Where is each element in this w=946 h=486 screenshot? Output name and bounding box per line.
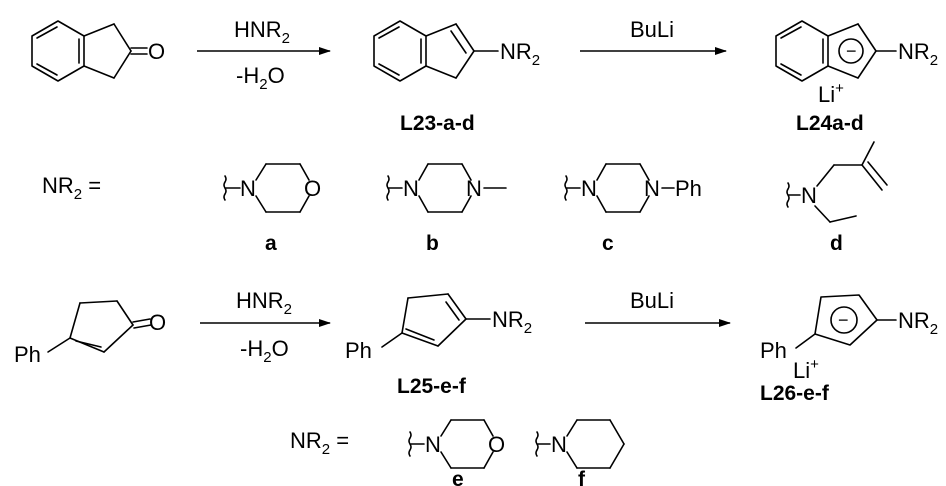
phenylcyclopentenone-structure: O Ph (14, 300, 166, 367)
phenyl-label: Ph (675, 176, 702, 201)
reagent-amine-label: HNR2 (236, 288, 292, 318)
lithium-counterion: Li+ (818, 80, 844, 107)
substituent-prefix-ef: NR2 = (290, 428, 349, 458)
substituent-label-c: c (602, 232, 614, 255)
reaction-arrow-buli-2: BuLi (585, 288, 731, 327)
nitrogen-atom: N (581, 176, 597, 201)
indenyl-anion-structure: − NR2 Li+ L24a-d (775, 20, 938, 135)
nitrogen-atom: N (466, 176, 482, 201)
phenyl-label: Ph (14, 342, 41, 367)
indanone-structure: O (31, 20, 165, 82)
compound-label-l23: L23-a-d (400, 112, 475, 135)
cyclopentadienyl-anion-structure: − NR2 Ph Li+ L26-e-f (760, 294, 938, 405)
anion-charge-circle (838, 38, 864, 64)
oxygen-atom: O (304, 176, 321, 201)
water-loss-label: -H2O (240, 336, 289, 366)
reaction-arrow-amine-2: HNR2 -H2O (200, 288, 331, 366)
substituent-label-f: f (578, 468, 586, 486)
substituent-label-e: e (452, 468, 464, 486)
anion-charge-sign: − (846, 41, 857, 61)
substituent-f-piperidine: N f (535, 419, 625, 486)
substituent-label-b: b (426, 232, 439, 255)
nitrogen-atom: N (801, 183, 817, 208)
phenyl-label: Ph (760, 338, 787, 363)
reagent-amine-label: HNR2 (234, 17, 290, 47)
oxygen-atom: O (488, 432, 505, 457)
amine-group-label: NR2 (898, 308, 938, 338)
phenyl-label: Ph (345, 338, 372, 363)
substituent-prefix-ad: NR2 = (42, 173, 101, 203)
oxygen-atom: O (149, 310, 166, 335)
reaction-arrow-buli-1: BuLi (580, 17, 727, 55)
nitrogen-atom: N (240, 176, 256, 201)
nitrogen-atom: N (644, 176, 660, 201)
substituent-d-methallylethylamine: N d (786, 141, 888, 255)
reagent-buli-label: BuLi (630, 17, 674, 42)
substituent-b-methylpiperazine: N N b (386, 163, 507, 255)
nitrogen-atom: N (403, 176, 419, 201)
aminoindene-structure: NR2 L23-a-d (373, 20, 540, 135)
compound-label-l25: L25-e-f (397, 375, 467, 398)
amine-group-label: NR2 (500, 39, 540, 69)
oxygen-atom: O (148, 39, 165, 64)
compound-label-l24: L24a-d (796, 112, 864, 135)
amine-group-label: NR2 (898, 39, 938, 69)
anion-charge-sign: − (838, 310, 849, 330)
water-loss-label: -H2O (236, 63, 285, 93)
substituent-label-d: d (830, 232, 843, 255)
nitrogen-atom: N (551, 432, 567, 457)
reagent-buli-label: BuLi (630, 288, 674, 313)
amine-group-label: NR2 (492, 307, 532, 337)
reaction-arrow-amine-1: HNR2 -H2O (197, 17, 331, 93)
nitrogen-atom: N (425, 432, 441, 457)
substituent-label-a: a (265, 232, 277, 255)
substituent-c-phenylpiperazine: N N Ph c (564, 163, 702, 255)
substituent-e-morpholine: N O e (408, 419, 505, 486)
compound-label-l26: L26-e-f (760, 382, 830, 405)
lithium-counterion: Li+ (793, 356, 819, 383)
aminocyclopentadiene-structure: NR2 Ph L25-e-f (345, 293, 532, 398)
anion-charge-circle (830, 306, 858, 334)
substituent-a-morpholine: N O a (223, 163, 321, 255)
